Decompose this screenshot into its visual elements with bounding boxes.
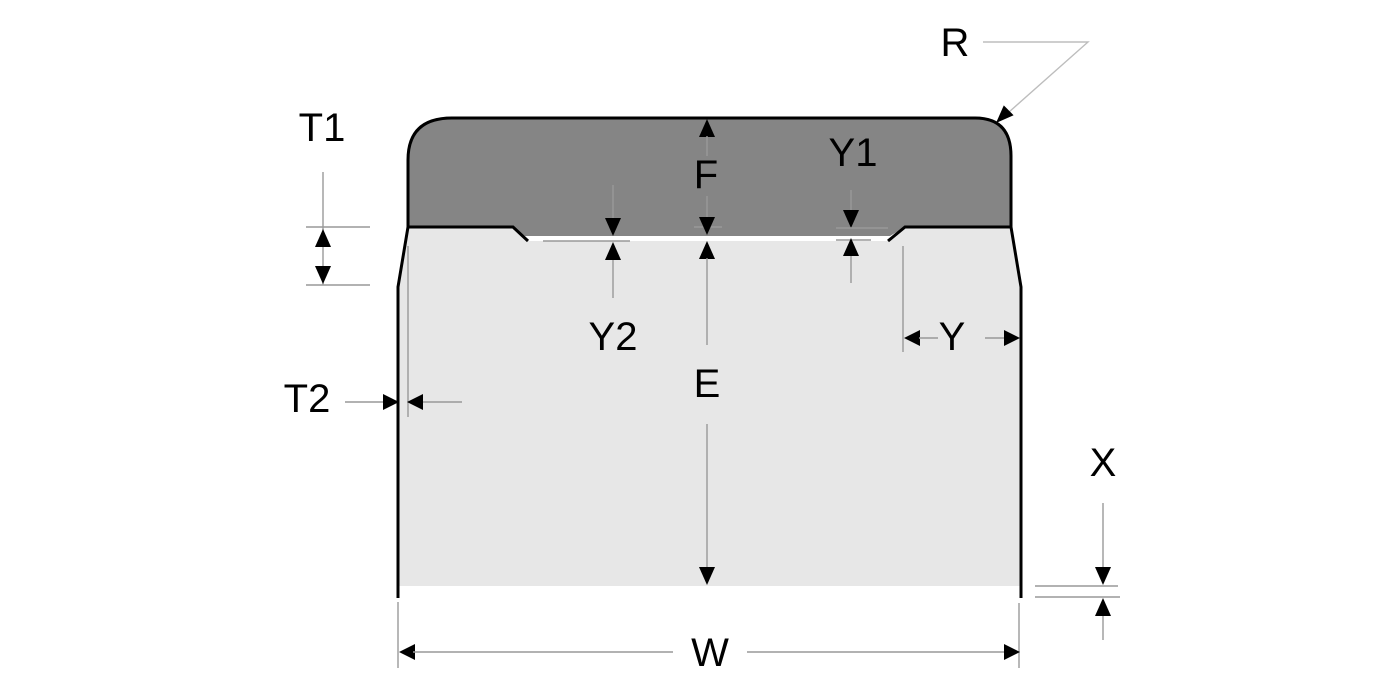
y1-arrow-up: [843, 238, 859, 256]
dim-label-y1: Y1: [829, 131, 878, 175]
dimension-y2: Y2: [543, 185, 637, 359]
x-arrow-down: [1095, 567, 1111, 585]
f-arrow-down: [699, 217, 715, 235]
dimension-y: Y: [902, 246, 1020, 359]
dim-label-f: F: [694, 153, 718, 197]
t2-arrow-right: [383, 394, 399, 410]
t2-arrow-left: [407, 394, 423, 410]
profile-body: [396, 225, 1023, 598]
r-leader-line: [983, 41, 1090, 121]
cap-fill-shape: [408, 118, 1011, 236]
e-arrow-down: [699, 567, 715, 585]
y1-arrow-down: [843, 210, 859, 228]
t1-arrow-up: [315, 229, 331, 247]
dim-label-x: X: [1090, 441, 1117, 485]
dimension-t1: T1: [299, 106, 370, 286]
f-arrow-up: [699, 119, 715, 137]
w-arrow-left: [399, 644, 415, 660]
dimension-w: W: [397, 602, 1020, 675]
y2-arrow-up: [605, 242, 621, 260]
x-arrow-up: [1095, 598, 1111, 616]
dimension-x: X: [1035, 441, 1120, 640]
dimension-r: R: [941, 21, 1090, 123]
dim-label-w: W: [691, 631, 729, 675]
dim-label-r: R: [941, 21, 970, 65]
y-arrow-right: [1004, 330, 1020, 346]
body-fill-shape: [398, 227, 1021, 586]
cap-outline: [406, 116, 1013, 228]
t1-arrow-down: [315, 266, 331, 284]
dimension-e: E: [694, 241, 721, 585]
right-shoulder-line: [887, 225, 1011, 243]
profile-cap: [406, 116, 1013, 243]
dim-label-t1: T1: [299, 106, 346, 150]
r-arrowhead: [996, 105, 1014, 123]
e-arrow-up: [699, 241, 715, 259]
dim-label-e: E: [694, 362, 721, 406]
left-shoulder-line: [408, 225, 530, 243]
dim-label-y: Y: [939, 315, 966, 359]
y-arrow-left: [904, 330, 920, 346]
y2-arrow-down: [605, 218, 621, 236]
dimension-t2: T2: [284, 246, 462, 421]
dimension-f: F: [694, 119, 722, 235]
dim-label-y2: Y2: [589, 315, 638, 359]
dimension-y1: Y1: [829, 131, 888, 283]
w-arrow-right: [1004, 644, 1020, 660]
dim-label-t2: T2: [284, 377, 331, 421]
